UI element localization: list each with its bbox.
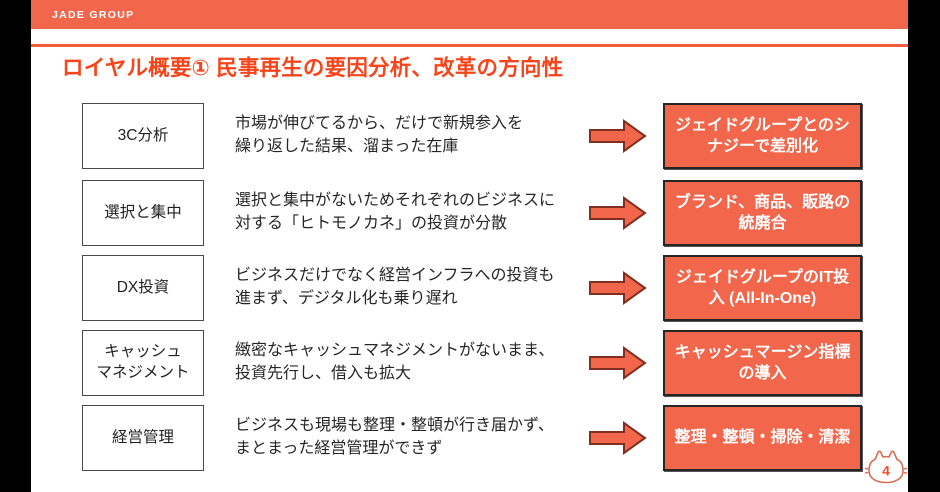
result-box: 整理・整頓・掃除・清潔 — [663, 405, 862, 471]
result-box: キャッシュマージン指標 の導入 — [663, 330, 862, 396]
category-box: 経営管理 — [82, 405, 204, 471]
analysis-row: 経営管理 ビジネスも現場も整理・整頓が行き届かず、 まとまった経営管理ができず … — [31, 405, 908, 471]
slide: JADE GROUP ロイヤル概要① 民事再生の要因分析、改革の方向性 3C分析… — [31, 0, 908, 492]
category-label: DX投資 — [116, 278, 170, 296]
result-text: 整理・整頓・掃除・清潔 — [674, 429, 851, 447]
page-number: 4 — [882, 463, 890, 479]
description-text: ビジネスだけでなく経営インフラへの投資も 進まず、デジタル化も乗り遅れ — [235, 267, 555, 307]
analysis-row: 3C分析 市場が伸びてるから、だけで新規参入を 繰り返した結果、溜まった在庫 ジ… — [31, 103, 908, 169]
description-text: ビジネスも現場も整理・整頓が行き届かず、 まとまった経営管理ができず — [235, 417, 554, 457]
result-box: ジェイドグループのIT投 入 (All-In-One) — [663, 255, 862, 321]
description-text: 緻密なキャッシュマネジメントがないまま、 投資先行し、借入も拡大 — [235, 342, 555, 382]
arrow-right-icon — [589, 119, 647, 153]
category-label: 選択と集中 — [104, 203, 182, 221]
title-underline — [31, 44, 908, 47]
result-text: キャッシュマージン指標 の導入 — [674, 343, 851, 382]
category-box: 3C分析 — [82, 103, 204, 169]
page-title: ロイヤル概要① 民事再生の要因分析、改革の方向性 — [62, 56, 564, 80]
arrow-right-icon — [589, 421, 647, 455]
result-box: ジェイドグループとのシ ナジーで差別化 — [663, 103, 862, 169]
category-box: DX投資 — [82, 255, 204, 321]
category-label: 3C分析 — [117, 126, 169, 144]
analysis-row: DX投資 ビジネスだけでなく経営インフラへの投資も 進まず、デジタル化も乗り遅れ… — [31, 255, 908, 321]
arrow-right-icon — [589, 271, 647, 305]
brand-text: JADE GROUP — [52, 8, 135, 21]
result-box: ブランド、商品、販路の 統廃合 — [663, 180, 862, 246]
analysis-row: キャッシュ マネジメント 緻密なキャッシュマネジメントがないまま、 投資先行し、… — [31, 330, 908, 396]
arrow-right-icon — [589, 196, 647, 230]
category-box: キャッシュ マネジメント — [82, 330, 204, 396]
arrow-right-icon — [589, 346, 647, 380]
result-text: ジェイドグループとのシ ナジーで差別化 — [675, 116, 850, 155]
cat-face-icon — [864, 450, 908, 484]
analysis-row: 選択と集中 選択と集中がないためそれぞれのビジネスに 対する「ヒトモノカネ」の投… — [31, 180, 908, 246]
description-text: 選択と集中がないためそれぞれのビジネスに 対する「ヒトモノカネ」の投資が分散 — [235, 192, 556, 232]
description-text: 市場が伸びてるから、だけで新規参入を 繰り返した結果、溜まった在庫 — [235, 115, 524, 155]
result-text: ジェイドグループのIT投 入 (All-In-One) — [675, 268, 850, 307]
result-text: ブランド、商品、販路の 統廃合 — [674, 193, 851, 232]
header-bar: JADE GROUP — [31, 0, 908, 29]
category-box: 選択と集中 — [82, 180, 204, 246]
category-label: キャッシュ マネジメント — [96, 343, 190, 381]
category-label: 経営管理 — [111, 428, 174, 446]
page-number-badge: 4 — [864, 450, 908, 484]
